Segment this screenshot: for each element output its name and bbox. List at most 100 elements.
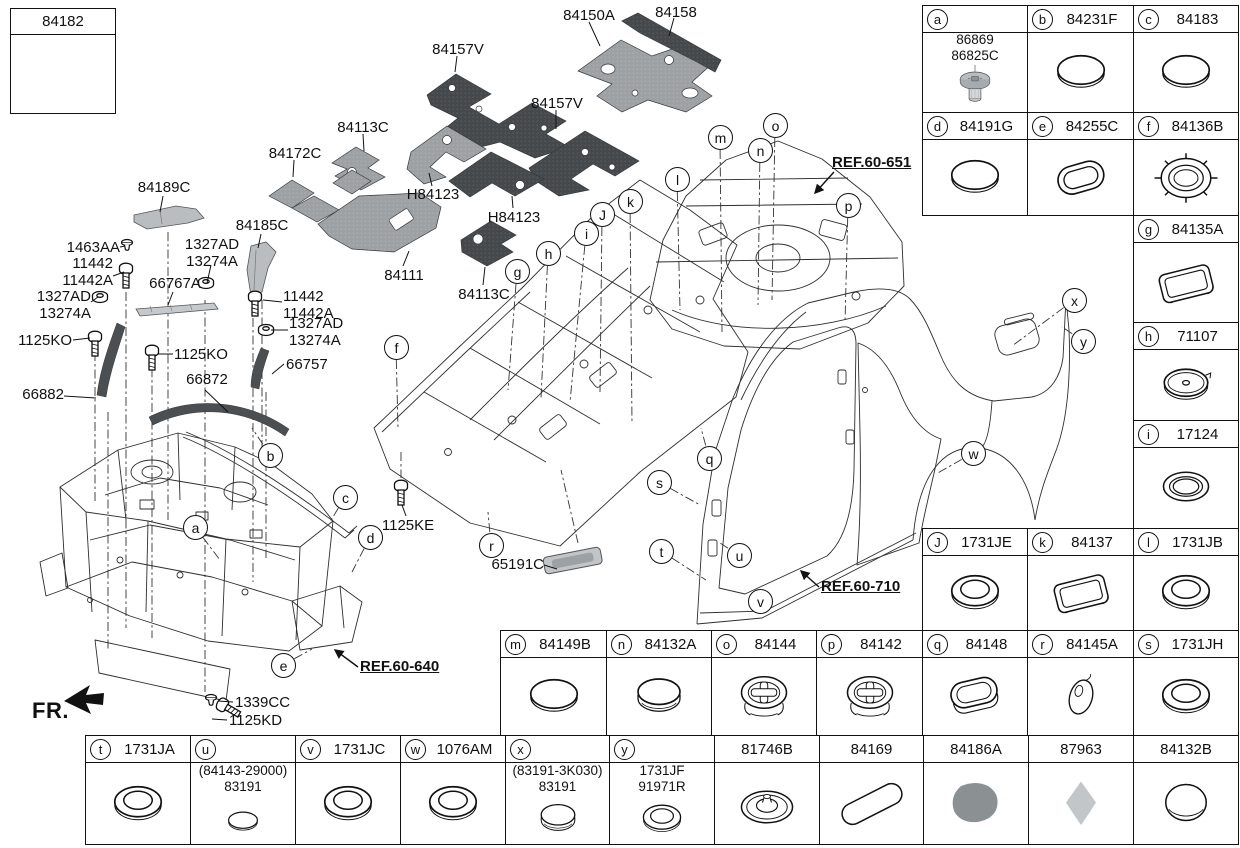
bolt-11442-right xyxy=(247,290,263,317)
cell-callout-letter: v xyxy=(300,738,321,760)
part-label: 66757 xyxy=(286,356,328,373)
ring-plug-icon xyxy=(1140,667,1232,727)
callout-s: s xyxy=(647,470,672,495)
inset-box-84182: 84182 xyxy=(10,8,116,114)
cell-sub-label: 86869 xyxy=(956,33,994,47)
cell-callout-letter: x xyxy=(510,738,531,760)
part-number: 84135A xyxy=(1171,220,1224,238)
part-label: 1125KE xyxy=(381,517,435,534)
cell-callout-letter: o xyxy=(716,633,737,655)
part-number: 1731JC xyxy=(333,740,386,758)
cell-callout-letter: h xyxy=(1138,325,1159,347)
part-label: 1327AD 13274A xyxy=(36,288,91,322)
stud-grommet-icon xyxy=(938,65,1012,112)
oval-ring-icon xyxy=(1035,148,1127,208)
part-number: 1731JB xyxy=(1172,533,1223,551)
callout-y: y xyxy=(1071,329,1096,354)
part-number: 1731JE xyxy=(961,533,1012,551)
callout-n: n xyxy=(748,138,773,163)
ring-plug-icon xyxy=(92,774,184,834)
cell-callout-letter: a xyxy=(927,8,948,30)
side-panel-outline xyxy=(696,288,1070,625)
callout-w: w xyxy=(961,441,986,466)
bracket-65191C xyxy=(542,546,603,575)
stadium-outline-icon xyxy=(826,774,918,834)
parts-cell-b2: 84169 xyxy=(819,735,924,845)
ref-label: REF.60-651 xyxy=(832,154,912,171)
dark-blob-pad-icon xyxy=(930,774,1022,834)
cell-sub-label: 86825C xyxy=(951,47,999,63)
part-number: 84144 xyxy=(754,635,797,653)
oval-3d-plug-icon xyxy=(929,667,1021,727)
parts-cell-u: u (84143-29000)83191 xyxy=(190,735,296,845)
callout-t: t xyxy=(649,539,674,564)
part-label: 65191C xyxy=(491,556,544,573)
oval-plug-icon xyxy=(508,667,600,727)
cell-callout-letter: i xyxy=(1138,423,1159,445)
bolt-1125KO-left xyxy=(87,330,103,357)
part-label: 66767A xyxy=(149,275,201,292)
part-number: 71107 xyxy=(1177,327,1218,345)
part-label: 1327AD 13274A xyxy=(289,315,344,349)
cell-callout-letter: n xyxy=(611,633,632,655)
callout-m: m xyxy=(708,125,733,150)
cell-sub-label: 83191 xyxy=(538,778,577,794)
callout-i: i xyxy=(574,221,599,246)
cell-callout-letter: u xyxy=(195,738,216,760)
pad-84172C xyxy=(268,179,315,209)
cell-callout-letter: k xyxy=(1032,531,1053,553)
callout-d: d xyxy=(358,525,383,550)
bolt-1125KO-center xyxy=(144,344,160,371)
part-number: 84132B xyxy=(1160,740,1212,758)
parts-cell-s: s 1731JH xyxy=(1133,630,1239,736)
parts-cell-k: k 84137 xyxy=(1027,528,1134,631)
bracket-84185C xyxy=(246,241,277,297)
cell-callout-letter: b xyxy=(1032,8,1053,30)
light-diamond-pad-icon xyxy=(1035,774,1127,834)
small-oval-plug-icon xyxy=(206,795,280,843)
pad-84158 xyxy=(621,12,722,73)
callout-p: p xyxy=(836,193,861,218)
part-label: 1125KO xyxy=(174,346,228,363)
callout-f: f xyxy=(384,335,409,360)
tray-pad-icon xyxy=(1035,563,1127,623)
callout-q: q xyxy=(697,446,722,471)
callout-leader-lines xyxy=(202,137,1073,660)
rear-body-structure xyxy=(649,140,905,350)
part-label: 11442 11442A xyxy=(62,255,113,289)
callout-J: J xyxy=(590,202,615,227)
part-number: 1076AM xyxy=(436,740,493,758)
ref-arrow-lines xyxy=(333,171,835,668)
part-number: 1731JH xyxy=(1171,635,1224,653)
part-number: 84186A xyxy=(950,740,1002,758)
tilt-oval-plug-icon xyxy=(1035,667,1127,727)
nut-1327AD-left xyxy=(91,290,109,304)
cell-callout-letter: f xyxy=(1138,115,1159,137)
bolt-11442-left xyxy=(118,262,134,289)
part-number: 84255C xyxy=(1065,117,1119,135)
part-label: 84113C xyxy=(337,119,389,136)
tray-pad-icon xyxy=(1140,253,1232,313)
ring-plug-icon xyxy=(302,774,394,834)
part-number: 84137 xyxy=(1071,533,1113,551)
cell-callout-letter: t xyxy=(90,738,111,760)
cell-callout-letter: s xyxy=(1138,633,1159,655)
part-label: 11442 11442A xyxy=(283,288,334,322)
cell-callout-letter: g xyxy=(1138,218,1159,240)
part-number: 87963 xyxy=(1060,740,1102,758)
cell-sub-label: (84143-29000) xyxy=(198,763,288,778)
parts-cell-v: v 1731JC xyxy=(295,735,401,845)
cell-callout-letter: J xyxy=(927,531,948,553)
cell-sub-label: 83191 xyxy=(224,778,262,794)
oval-plug-icon xyxy=(929,148,1021,208)
